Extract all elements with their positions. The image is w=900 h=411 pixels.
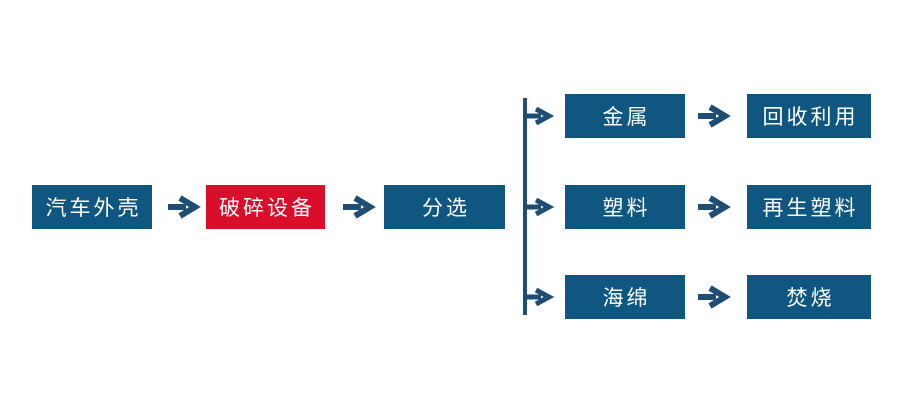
flow-node-sorting: 分选 [384, 185, 505, 229]
arrow-right-icon [696, 104, 731, 128]
arrow-right-icon [341, 195, 376, 219]
branch-arrow-icon [525, 287, 555, 307]
flow-node-sponge: 海绵 [565, 275, 685, 319]
flow-node-metal: 金属 [565, 94, 685, 138]
flow-node-plastic: 塑料 [565, 185, 685, 229]
branch-arrow-icon [525, 197, 555, 217]
flow-node-recycling: 回收利用 [747, 94, 871, 138]
flow-node-crushing-equipment: 破碎设备 [206, 185, 325, 229]
flow-node-incineration: 焚烧 [747, 275, 871, 319]
flow-node-car-shell: 汽车外壳 [32, 185, 152, 229]
branch-arrow-icon [525, 106, 555, 126]
flow-node-recycled-plastic: 再生塑料 [747, 185, 871, 229]
arrow-right-icon [696, 285, 731, 309]
arrow-right-icon [166, 195, 201, 219]
arrow-right-icon [696, 195, 731, 219]
